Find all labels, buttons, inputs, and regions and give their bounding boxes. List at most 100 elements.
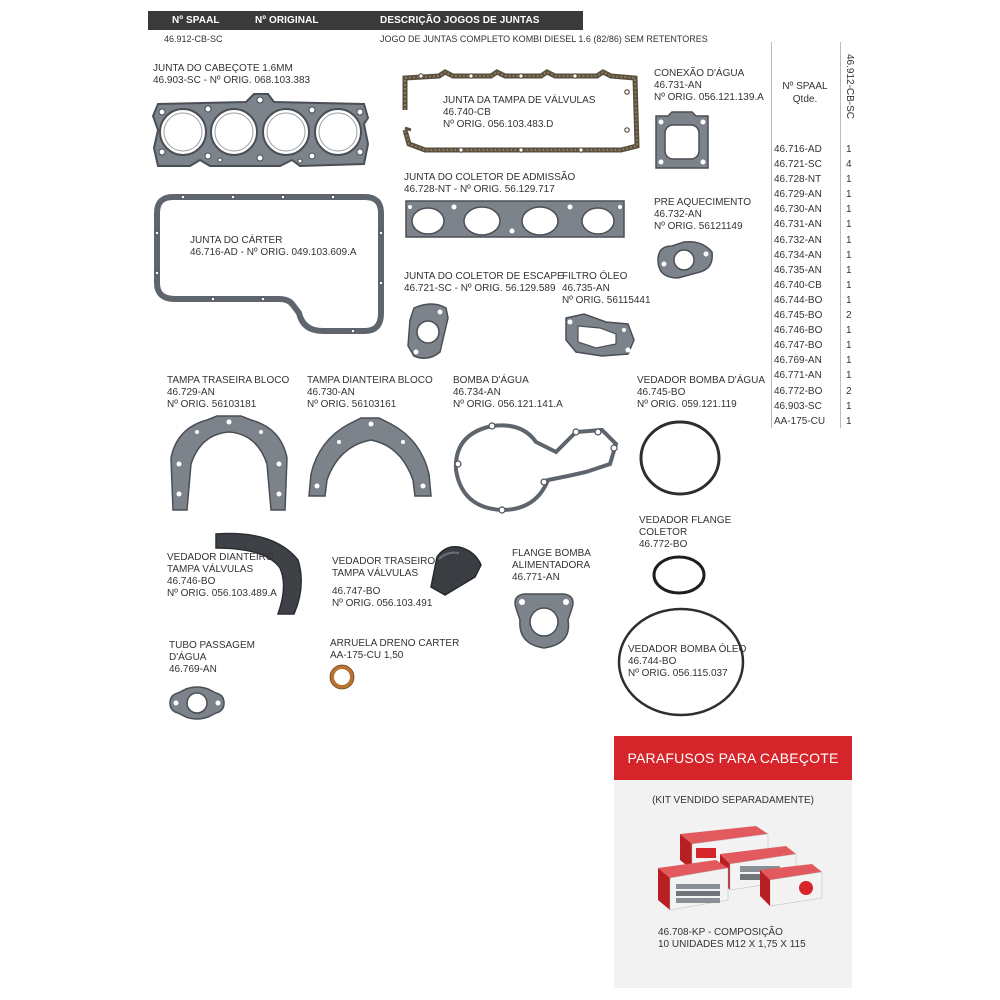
header-col-spaal: Nº SPAAL [172, 15, 220, 26]
row-qty: 1 [846, 400, 852, 412]
label-vedador-traseiro: VEDADOR TRASEIRO TAMPA VÁLVULAS 46.747-B… [332, 556, 435, 610]
part-name: JUNTA DO CÁRTER [190, 235, 283, 246]
row-qty: 1 [846, 234, 852, 246]
water-connection-gasket-drawing [655, 111, 709, 169]
label-cabecote: JUNTA DO CABEÇOTE 1.6MM 46.903-SC - Nº O… [153, 63, 310, 87]
side-table-title: Nº SPAAL Qtde. [775, 80, 835, 106]
part-name: JUNTA DA TAMPA DE VÁLVULAS [443, 95, 596, 106]
part-name: FLANGE BOMBA [512, 548, 591, 559]
row-code: 46.903-SC [774, 400, 822, 412]
water-pump-seal-ring-drawing [639, 420, 721, 496]
row-code: 46.744-BO [774, 294, 823, 306]
row-code: 46.728-NT [774, 174, 822, 186]
label-bomba-agua: BOMBA D'ÁGUA 46.734-AN Nº ORIG. 056.121.… [453, 375, 563, 411]
water-pump-gasket-drawing [453, 422, 619, 514]
label-conexao-agua: CONEXÃO D'ÁGUA 46.731-AN Nº ORIG. 056.12… [654, 68, 764, 104]
row-code: AA-175-CU [774, 415, 826, 427]
rear-cover-gasket-drawing [170, 415, 288, 511]
part-ref: 46.903-SC - Nº ORIG. 068.103.383 [153, 75, 311, 86]
row-qty: 1 [846, 294, 852, 306]
part-code: 46.745-BO [637, 387, 686, 398]
part-name: BOMBA D'ÁGUA [453, 375, 529, 386]
oil-filter-gasket-drawing [565, 313, 635, 357]
row-code: 46.769-AN [774, 355, 822, 367]
table-header: Nº SPAAL Nº ORIGINAL DESCRIÇÃO JOGOS DE … [148, 11, 583, 30]
part-name-2: ALIMENTADORA [512, 560, 591, 571]
box-right [760, 864, 823, 907]
label-tubo-passagem: TUBO PASSAGEM D'ÁGUA 46.769-AN [169, 640, 255, 676]
label-vedador-bomba-agua: VEDADOR BOMBA D'ÁGUA 46.745-BO Nº ORIG. … [637, 375, 765, 411]
part-name: CONEXÃO D'ÁGUA [654, 68, 745, 79]
label-tampa-valvulas: JUNTA DA TAMPA DE VÁLVULAS 46.740-CB Nº … [443, 95, 595, 131]
part-orig: Nº ORIG. 056.121.141.A [453, 399, 563, 410]
row-qty: 1 [846, 415, 852, 427]
kit-description: JOGO DE JUNTAS COMPLETO KOMBI DIESEL 1.6… [380, 34, 708, 44]
part-orig: Nº ORIG. 056.103.489.A [167, 588, 277, 599]
part-orig: Nº ORIG. 56103161 [307, 399, 397, 410]
label-pre-aquecimento: PRE AQUECIMENTO 46.732-AN Nº ORIG. 56121… [654, 197, 751, 233]
part-code: 46.735-AN [562, 283, 610, 294]
part-code: 46.769-AN [169, 664, 217, 675]
preheating-gasket-drawing [657, 240, 713, 279]
label-vedador-bomba-oleo: VEDADOR BOMBA ÓLEO 46.744-BO Nº ORIG. 05… [628, 644, 746, 680]
part-name: JUNTA DO COLETOR DE ADMISSÃO [404, 172, 576, 183]
part-orig: Nº ORIG. 056.103.483.D [443, 119, 554, 130]
part-ref: AA-175-CU 1,50 [330, 650, 404, 661]
part-code: 46.740-CB [443, 107, 491, 118]
kit-code: 46.912-CB-SC [164, 34, 223, 44]
header-col-original: Nº ORIGINAL [255, 15, 319, 26]
part-code: 46.744-BO [628, 656, 677, 667]
vertical-kit-code: 46.912-CB-SC [844, 54, 855, 120]
promo-footer: 46.708-KP - COMPOSIÇÃO 10 UNIDADES M12 X… [658, 927, 806, 951]
row-code: 46.747-BO [774, 340, 823, 352]
promo-kit-code: 46.708-KP - COMPOSIÇÃO [658, 927, 783, 938]
row-qty: 1 [846, 279, 852, 291]
row-qty: 2 [846, 310, 852, 322]
part-orig: Nº ORIG. 056.103.491 [332, 598, 433, 609]
row-code: 46.731-AN [774, 219, 822, 231]
box-front [658, 860, 729, 911]
part-name-2: D'ÁGUA [169, 652, 207, 663]
row-code: 46.745-BO [774, 310, 823, 322]
oil-pump-seal-ring-drawing [617, 607, 745, 717]
exhaust-gasket-drawing [407, 303, 449, 359]
side-table-row: AA-175-CU 1 [774, 414, 854, 429]
row-qty: 1 [846, 204, 852, 216]
fuel-pump-flange-gasket-drawing [514, 593, 574, 649]
head-gasket-drawing [151, 93, 370, 168]
part-name: VEDADOR TRASEIRO [332, 556, 436, 567]
side-table-row: 46.903-SC 1 [774, 399, 854, 414]
label-carter: JUNTA DO CÁRTER 46.716-AD - Nº ORIG. 049… [190, 235, 357, 259]
row-qty: 1 [846, 144, 852, 155]
row-qty: 1 [846, 189, 852, 201]
side-kit-code-vertical: 46.912-CB-SC [843, 54, 857, 124]
part-orig: Nº ORIG. 056.121.139.A [654, 92, 764, 103]
promo-box: PARAFUSOS PARA CABEÇOTE (KIT VENDIDO SEP… [614, 736, 852, 988]
label-filtro-oleo: FILTRO ÓLEO 46.735-AN Nº ORIG. 56115441 [562, 271, 651, 307]
label-vedador-dianteiro: VEDADOR DIANTEIRO TAMPA VÁLVULAS 46.746-… [167, 552, 277, 600]
part-orig: Nº ORIG. 56115441 [562, 295, 651, 306]
part-name: PRE AQUECIMENTO [654, 197, 752, 208]
part-name: VEDADOR DIANTEIRO [167, 552, 274, 563]
label-tampa-traseira: TAMPA TRASEIRA BLOCO 46.729-AN Nº ORIG. … [167, 375, 289, 411]
part-ref: 46.716-AD - Nº ORIG. 049.103.609.A [190, 247, 357, 258]
row-qty: 1 [846, 340, 852, 352]
part-code: 46.729-AN [167, 387, 215, 398]
label-vedador-flange: VEDADOR FLANGE COLETOR 46.772-BO [639, 515, 731, 551]
row-qty: 1 [846, 325, 852, 337]
label-arruela: ARRUELA DRENO CARTER AA-175-CU 1,50 [330, 638, 459, 662]
row-code: 46.721-SC [774, 159, 822, 171]
row-code: 46.734-AN [774, 249, 822, 261]
part-name: VEDADOR FLANGE [639, 515, 732, 526]
part-name: JUNTA DO CABEÇOTE 1.6MM [153, 63, 293, 74]
